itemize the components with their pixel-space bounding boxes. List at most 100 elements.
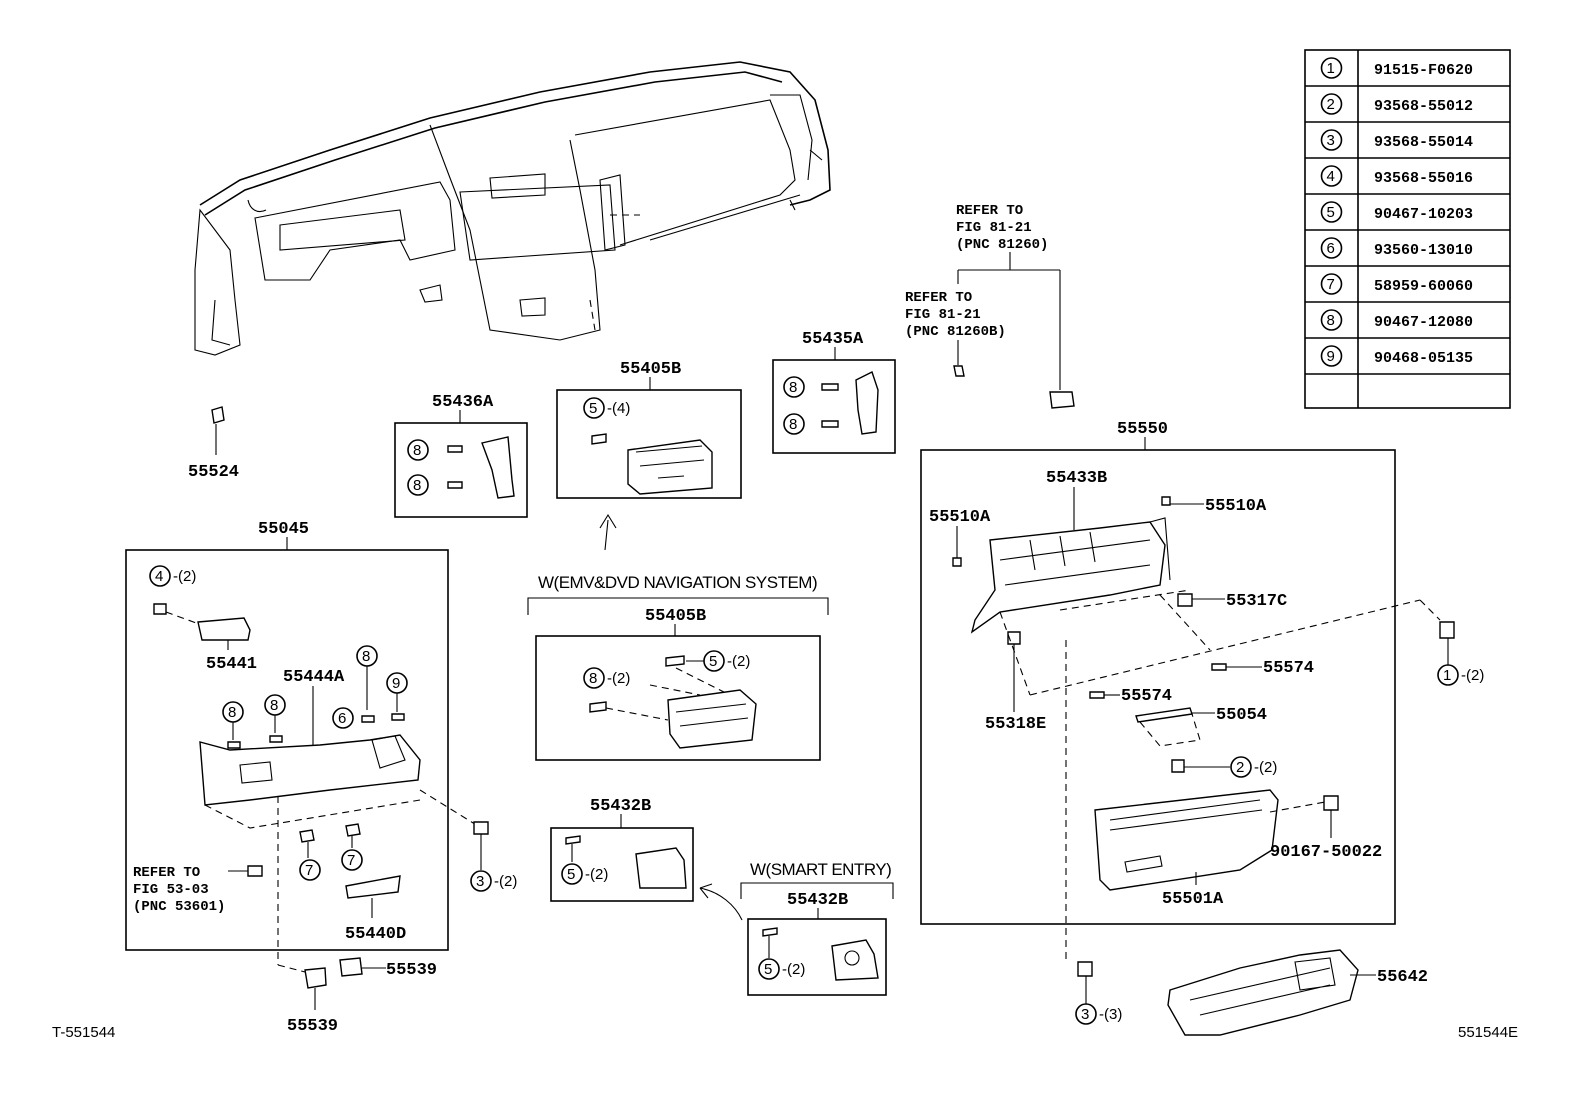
condition-smart: W(SMART ENTRY) — [750, 860, 891, 879]
label-55550: 55550 — [1117, 420, 1168, 439]
label-55501A: 55501A — [1162, 890, 1224, 909]
legend-part-number: 93568-55012 — [1374, 98, 1473, 115]
label-55432B-top: 55432B — [590, 797, 651, 816]
svg-text:8: 8 — [270, 697, 278, 714]
instrument-panel-drawing — [194, 61, 831, 356]
svg-text:9: 9 — [392, 675, 400, 692]
box-55405B-top: 55405B 5 -(4) — [556, 360, 742, 551]
svg-text:8: 8 — [362, 648, 370, 665]
svg-text:5: 5 — [709, 653, 717, 670]
box-55550: 55550 55433B 55510A 55510A 55317C 55318E… — [920, 420, 1421, 925]
legend-index: 2 — [1327, 96, 1335, 113]
legend-part-number: 93568-55014 — [1374, 134, 1473, 151]
label-55510A-left: 55510A — [929, 508, 991, 527]
legend-index: 5 — [1327, 204, 1335, 221]
svg-text:-(2): -(2) — [1254, 759, 1277, 776]
note-fig81-b-l2: FIG 81-21 — [905, 307, 981, 323]
label-55539-right: 55539 — [386, 961, 437, 980]
svg-text:-(2): -(2) — [173, 568, 196, 585]
svg-text:5: 5 — [764, 961, 772, 978]
legend-index: 8 — [1327, 312, 1335, 329]
note-fig81-b-l3: (PNC 81260B) — [905, 324, 1006, 340]
legend-index: 9 — [1327, 348, 1335, 365]
part-55642: 55642 — [1167, 949, 1428, 1036]
svg-text:1: 1 — [1443, 667, 1451, 684]
figure-code-left: T-551544 — [52, 1024, 115, 1041]
label-55574-right: 55574 — [1263, 659, 1314, 678]
note-fig81-a-l1: REFER TO — [956, 203, 1023, 219]
part-55524: 55524 — [188, 406, 239, 482]
label-55444A: 55444A — [283, 668, 345, 687]
box-55435A: 55435A 8 8 — [772, 330, 896, 454]
svg-text:-(2): -(2) — [607, 670, 630, 687]
note-fig53-l3: (PNC 53601) — [133, 899, 225, 915]
label-55317C: 55317C — [1226, 592, 1287, 611]
svg-text:8: 8 — [413, 442, 421, 459]
svg-text:-(3): -(3) — [1099, 1006, 1122, 1023]
svg-text:5: 5 — [567, 866, 575, 883]
label-55436A: 55436A — [432, 393, 494, 412]
box-55432B: 55432B 5 -(2) — [550, 797, 694, 902]
fastener-legend-table: 1 91515-F0620 2 93568-55012 3 93568-55014 4 935… — [1304, 49, 1511, 409]
svg-text:-(2): -(2) — [494, 873, 517, 890]
note-fig81-a-l3: (PNC 81260) — [956, 237, 1048, 253]
part-55539-group: 55539 55539 — [277, 957, 437, 1036]
svg-text:-(2): -(2) — [585, 866, 608, 883]
figure-code-right: 551544E — [1458, 1024, 1518, 1041]
label-55435A: 55435A — [802, 330, 864, 349]
svg-text:-(4): -(4) — [607, 400, 630, 417]
legend-index-circle — [1320, 93, 1343, 115]
legend-index: 3 — [1327, 132, 1335, 149]
svg-text:3: 3 — [1081, 1006, 1089, 1023]
box-55436A: 55436A 8 8 — [394, 393, 528, 518]
label-90167-50022: 90167-50022 — [1270, 843, 1382, 862]
screw-3-left: 3 -(2) — [470, 821, 517, 892]
box-nav-55405B: W(EMV&DVD NAVIGATION SYSTEM) 55405B 8 -(… — [527, 573, 829, 761]
svg-text:5: 5 — [589, 400, 597, 417]
note-fig81-b-l1: REFER TO — [905, 290, 972, 306]
legend-index-circle — [1320, 309, 1343, 331]
legend-index-circle — [1320, 129, 1343, 151]
label-55405B-nav: 55405B — [645, 607, 706, 626]
legend-part-number: 90467-10203 — [1374, 206, 1473, 223]
label-55405B-top: 55405B — [620, 360, 681, 379]
svg-text:3: 3 — [476, 873, 484, 890]
svg-text:-(2): -(2) — [727, 653, 750, 670]
label-55432B-smart: 55432B — [787, 891, 848, 910]
legend-index: 7 — [1327, 276, 1335, 293]
label-55539-bottom: 55539 — [287, 1017, 338, 1036]
legend-index: 1 — [1327, 60, 1335, 77]
svg-text:8: 8 — [789, 379, 797, 396]
legend-index-circle — [1320, 237, 1343, 259]
svg-text:2: 2 — [1236, 759, 1244, 776]
legend-part-number: 91515-F0620 — [1374, 62, 1473, 79]
legend-index-circle — [1320, 345, 1343, 367]
note-fig81-a-l2: FIG 81-21 — [956, 220, 1032, 236]
svg-text:8: 8 — [228, 704, 236, 721]
legend-part-number: 93568-55016 — [1374, 170, 1473, 187]
svg-text:8: 8 — [789, 416, 797, 433]
legend-index-circle — [1320, 57, 1343, 79]
label-55574-mid: 55574 — [1121, 687, 1172, 706]
box-55045: 55045 4 -(2) 55441 55444A 8 8 8 9 6 — [125, 520, 479, 965]
label-55642: 55642 — [1377, 968, 1428, 987]
label-55054: 55054 — [1216, 706, 1267, 725]
legend-part-number: 90468-05135 — [1374, 350, 1473, 367]
legend-index: 6 — [1327, 240, 1335, 257]
label-55045: 55045 — [258, 520, 309, 539]
screw-3-bottom: 3 -(3) — [1065, 640, 1122, 1025]
legend-part-number: 93560-13010 — [1374, 242, 1473, 259]
svg-text:4: 4 — [155, 568, 163, 585]
svg-text:7: 7 — [305, 862, 313, 879]
screw-1-right: 1 -(2) — [1419, 599, 1484, 686]
label-55440D: 55440D — [345, 925, 406, 944]
legend-index-circle — [1320, 273, 1343, 295]
legend-index: 4 — [1327, 168, 1335, 185]
svg-text:-(2): -(2) — [1461, 667, 1484, 684]
note-fig53-l1: REFER TO — [133, 865, 200, 881]
label-55433B: 55433B — [1046, 469, 1107, 488]
legend-part-number: 58959-60060 — [1374, 278, 1473, 295]
label-55318E: 55318E — [985, 715, 1046, 734]
note-fig53-l2: FIG 53-03 — [133, 882, 209, 898]
